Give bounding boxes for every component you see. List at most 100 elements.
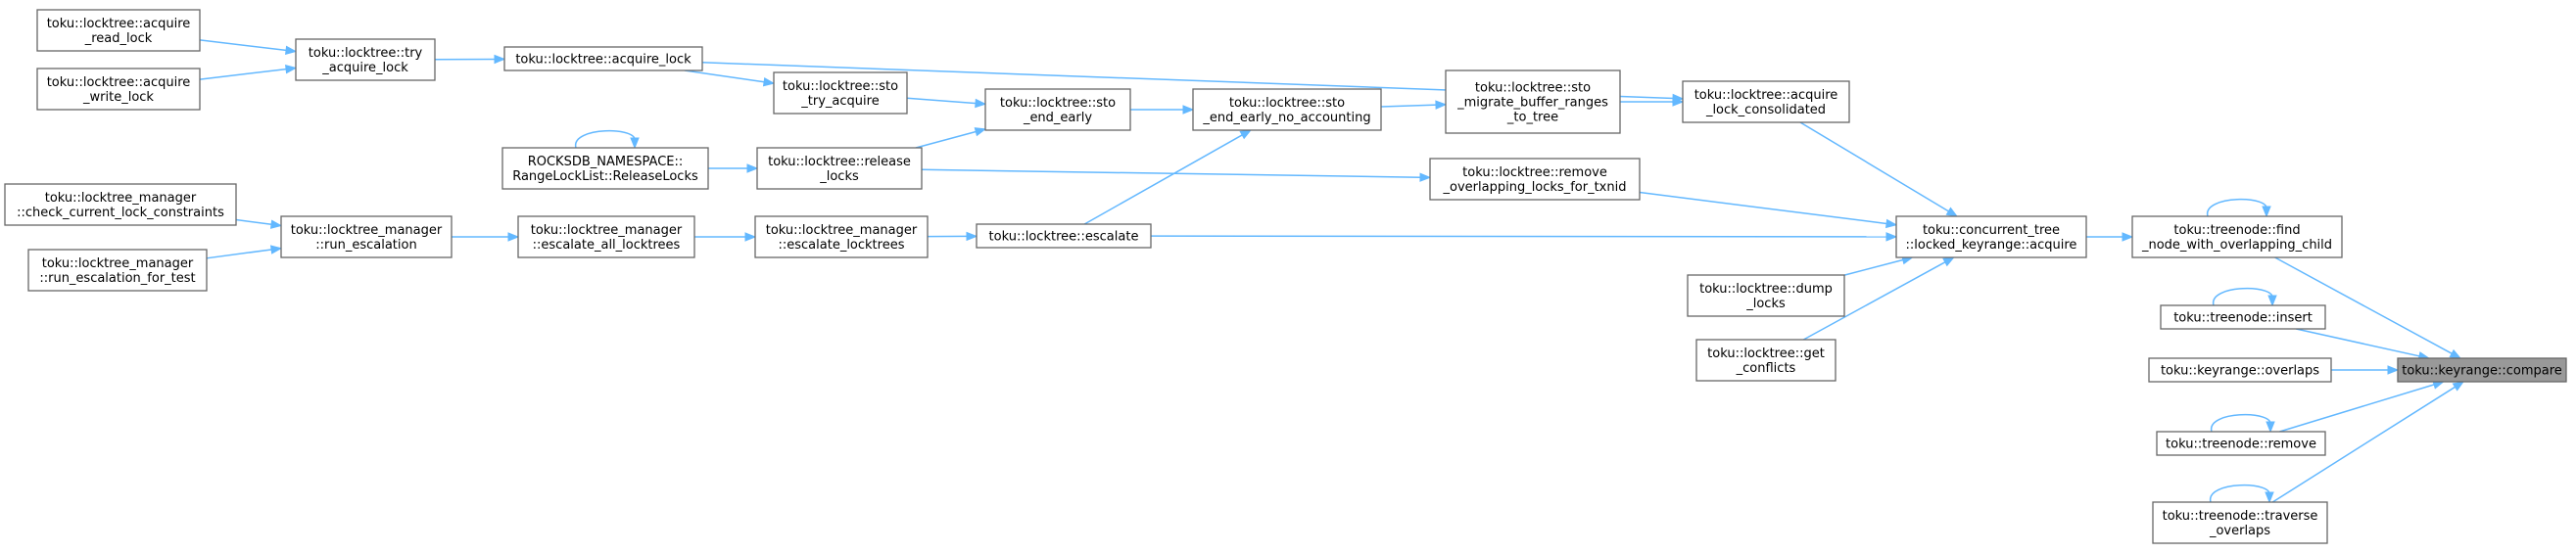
edge-line: [906, 97, 978, 105]
node-get-conflicts[interactable]: toku::locktree::get_conflicts: [1695, 339, 1837, 382]
node-remove-overlapping[interactable]: toku::locktree::remove_overlapping_locks…: [1429, 158, 1641, 201]
node-find-node[interactable]: toku::treenode::find_node_with_overlappi…: [2131, 215, 2343, 258]
node-label: toku::locktree::get: [1707, 346, 1825, 361]
node-box: [27, 249, 208, 292]
arrow-head: [746, 163, 759, 173]
node-label: toku::locktree::try: [309, 46, 423, 61]
node-sto-end-early[interactable]: toku::locktree::sto_end_early: [984, 88, 1131, 131]
node-box: [503, 46, 703, 71]
node-tn-insert[interactable]: toku::treenode::insert: [2160, 304, 2326, 330]
node-sto-try-acquire[interactable]: toku::locktree::sto_try_acquire: [773, 71, 908, 115]
node-box: [36, 68, 201, 111]
node-sto-migrate[interactable]: toku::locktree::sto_migrate_buffer_range…: [1445, 69, 1621, 134]
edge-acquire_write_lock-to-try_acquire_lock: [199, 64, 298, 80]
edge-line: [2279, 383, 2436, 433]
arrow-head: [269, 245, 283, 254]
node-box: [501, 147, 709, 190]
node-label: toku::locktree::dump: [1699, 282, 1833, 297]
edge-dump_locks-to-ctree_acquire: [1843, 255, 1914, 276]
arrow-head: [975, 98, 987, 109]
node-label: _read_lock: [84, 31, 153, 46]
node-release-locks[interactable]: toku::locktree::release_locks: [756, 147, 923, 190]
node-run-escalation[interactable]: toku::locktree_manager::run_escalation: [280, 215, 453, 258]
node-label: _overlapping_locks_for_txnid: [1443, 180, 1627, 195]
node-label: toku::locktree::acquire: [47, 17, 191, 31]
node-box: [2131, 215, 2343, 258]
edge-run_escalation-to-escalate_all: [452, 232, 520, 242]
node-kr-overlaps[interactable]: toku::keyrange::overlaps: [2148, 357, 2332, 383]
node-label: toku::locktree::release: [768, 155, 911, 169]
edge-tn_insert-to-kr_compare: [2296, 328, 2431, 361]
node-tn-traverse[interactable]: toku::treenode::traverse_overlaps: [2152, 501, 2328, 544]
arrow-head: [1435, 100, 1448, 110]
node-escalate[interactable]: toku::locktree::escalate: [976, 223, 1152, 249]
edge-sto_try_acquire-to-sto_end_early: [906, 97, 987, 109]
node-label: _end_early_no_accounting: [1202, 111, 1370, 125]
node-label: ::escalate_locktrees: [779, 238, 905, 253]
node-acquire-lock-consolidated[interactable]: toku::locktree::acquire_lock_consolidate…: [1682, 80, 1850, 123]
node-box: [773, 71, 908, 115]
node-label: RangeLockList::ReleaseLocks: [512, 169, 698, 184]
edge-run_escalation_for_test-to-run_escalation: [206, 245, 283, 259]
edge-acquire_lock-to-sto_try_acquire: [684, 69, 776, 87]
arrow-head: [1419, 172, 1432, 182]
edge-line: [199, 68, 288, 80]
edge-line: [1802, 260, 1947, 341]
node-release-locks-rocks[interactable]: ROCKSDB_NAMESPACE::RangeLockList::Releas…: [501, 147, 709, 190]
edge-tn_insert-to-tn_insert: [2213, 287, 2277, 307]
edge-line: [2213, 287, 2273, 306]
node-label: toku::locktree::acquire: [1694, 88, 1838, 103]
edge-release_locks_rocks-to-release_locks_rocks: [575, 129, 640, 150]
node-box: [280, 215, 453, 258]
node-escalate-all[interactable]: toku::locktree_manager::escalate_all_loc…: [517, 215, 695, 258]
node-try-acquire-lock[interactable]: toku::locktree::try_acquire_lock: [295, 38, 436, 81]
edge-line: [1639, 191, 1888, 225]
edge-line: [684, 69, 766, 83]
node-box: [1445, 69, 1621, 134]
edge-sto_migrate-to-acquire_lock_consolidated: [1620, 97, 1685, 107]
node-ctree-acquire[interactable]: toku::concurrent_tree::locked_keyrange::…: [1895, 215, 2087, 258]
arrow-head: [1942, 256, 1955, 267]
edge-line: [2211, 413, 2271, 433]
node-tn-remove[interactable]: toku::treenode::remove: [2156, 431, 2326, 456]
node-dump-locks[interactable]: toku::locktree::dump_locks: [1687, 274, 1845, 317]
edge-escalate-to-sto_end_early_no_accounting: [1083, 129, 1253, 225]
edge-tn_remove-to-kr_compare: [2279, 380, 2445, 433]
arrow-head: [285, 45, 298, 56]
arrow-head: [2452, 381, 2465, 392]
node-kr-compare[interactable]: toku::keyrange::compare: [2397, 357, 2567, 383]
node-box: [976, 223, 1152, 249]
node-sto-end-early-no-accounting[interactable]: toku::locktree::sto_end_early_no_account…: [1192, 88, 1382, 131]
edge-line: [1150, 235, 1888, 238]
arrow-head: [269, 219, 283, 229]
node-box: [2397, 357, 2567, 383]
node-label: ::escalate_all_locktrees: [533, 238, 681, 253]
node-label: _to_tree: [1506, 111, 1558, 125]
node-label: toku::locktree::sto: [1000, 96, 1116, 111]
node-label: toku::treenode::remove: [2166, 438, 2316, 452]
node-escalate-locktrees[interactable]: toku::locktree_manager::escalate_locktre…: [754, 215, 929, 258]
arrow-head: [744, 232, 757, 242]
edge-tn_traverse-to-tn_traverse: [2210, 484, 2274, 504]
edge-line: [2296, 328, 2421, 357]
node-box: [2160, 304, 2326, 330]
edge-release_locks-to-sto_end_early: [915, 127, 987, 149]
node-label: _end_early: [1023, 111, 1092, 125]
node-run-escalation-for-test[interactable]: toku::locktree_manager::run_escalation_f…: [27, 249, 208, 292]
node-label: _write_lock: [82, 90, 154, 105]
node-check-constraints[interactable]: toku::locktree_manager::check_current_lo…: [4, 183, 237, 226]
node-box: [1695, 339, 1837, 382]
edge-line: [1843, 258, 1904, 276]
node-label: toku::concurrent_tree: [1923, 223, 2060, 238]
edge-line: [921, 168, 1422, 178]
edge-tn_remove-to-tn_remove: [2211, 413, 2275, 434]
node-acquire-lock[interactable]: toku::locktree::acquire_lock: [503, 46, 703, 71]
arrow-head: [2267, 295, 2277, 307]
node-label: ::run_escalation: [315, 238, 416, 253]
node-acquire-read-lock[interactable]: toku::locktree::acquire_read_lock: [36, 9, 201, 52]
arrow-head: [974, 127, 987, 137]
node-box: [1687, 274, 1845, 317]
node-acquire-write-lock[interactable]: toku::locktree::acquire_write_lock: [36, 68, 201, 111]
node-label: toku::treenode::find: [2173, 223, 2300, 238]
